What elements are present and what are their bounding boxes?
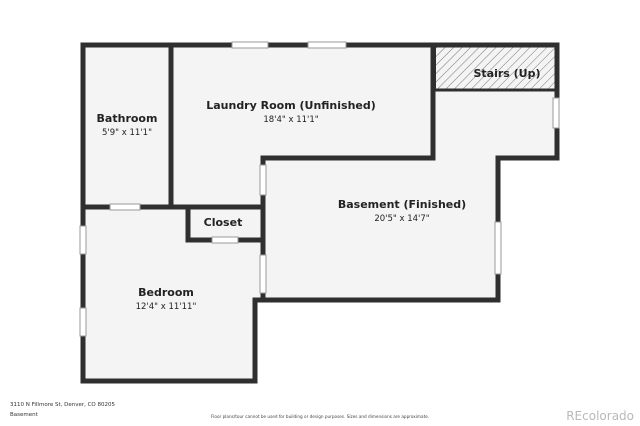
room-label-basement: Basement (Finished): [338, 198, 466, 211]
window-stairs: [552, 97, 560, 129]
room-label-laundry: Laundry Room (Unfinished): [206, 99, 376, 112]
disclaimer-text: Floor plans/tour cannot be used for buil…: [210, 414, 430, 419]
door-basement-top: [259, 164, 267, 196]
stairs-hatch: [435, 45, 557, 90]
room-label-closet: Closet: [204, 216, 243, 229]
window-bedroom-1: [79, 225, 87, 255]
outer-wall: [80, 42, 560, 384]
level-text: Basement: [10, 412, 38, 418]
room-dims-bedroom: 12'4" x 11'11": [136, 302, 197, 312]
window-laundry-1: [231, 41, 269, 49]
floor-area: [83, 45, 557, 381]
room-label-bedroom: Bedroom: [138, 286, 194, 299]
room-dims-laundry: 18'4" x 11'1": [263, 115, 318, 125]
wall-laundry-right: [260, 42, 436, 303]
address-text: 3110 N Fillmore St, Denver, CO 80205: [10, 402, 116, 408]
room-dims-basement: 20'5" x 14'7": [374, 214, 429, 224]
room-label-stairs: Stairs (Up): [473, 67, 540, 80]
door-basement-bottom: [259, 254, 267, 294]
windows: [79, 41, 560, 337]
window-basement: [494, 221, 502, 275]
door-bath: [109, 203, 141, 211]
window-bedroom-2: [79, 307, 87, 337]
door-closet: [211, 236, 239, 244]
window-laundry-2: [307, 41, 347, 49]
floor-plan: Bathroom 5'9" x 11'1" Laundry Room (Unfi…: [79, 41, 560, 384]
brand-logo: REcolorado: [566, 409, 634, 423]
room-label-bathroom: Bathroom: [97, 112, 158, 125]
room-dims-bathroom: 5'9" x 11'1": [102, 128, 152, 138]
